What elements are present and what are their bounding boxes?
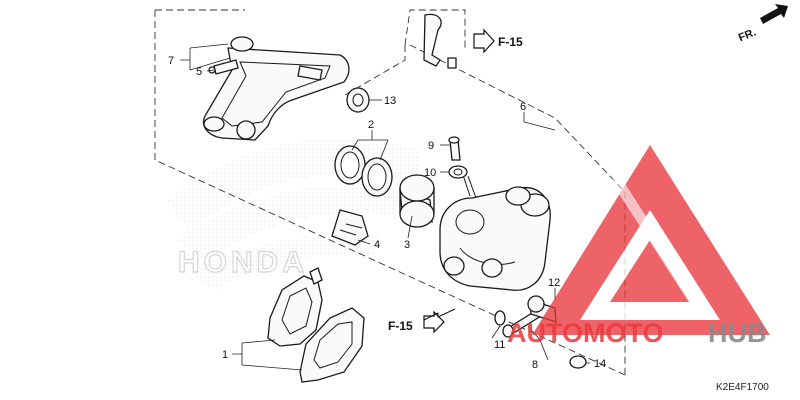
bleeder-cap [448,165,468,179]
part-labels: 7 5 13 2 6 9 10 3 4 12 11 8 14 1 [168,55,606,371]
ref-label-top: F-15 [498,35,523,49]
brake-pads [267,267,365,383]
logo-word-hub: HUB [708,318,767,348]
bleeder-screw [448,136,461,161]
part-label-7: 7 [168,55,174,67]
bracket-pin [208,59,239,75]
logo-triangle-core [610,240,690,302]
part-label-4: 4 [374,239,380,251]
part-label-14: 14 [594,358,606,370]
part-label-11: 11 [494,339,505,351]
part-label-13: 13 [384,95,396,107]
part-label-8: 8 [532,359,538,371]
part-label-5: 5 [196,66,202,78]
pad-spring [331,209,369,246]
ref-arrow-top: F-15 [473,28,523,54]
caliper-bracket [202,36,350,141]
automotohub-logo [532,145,770,335]
part-label-12: 12 [548,277,560,289]
pin-plug [569,355,587,369]
pin-boot [346,87,370,113]
caliper-body [439,171,551,291]
piston-seals [334,145,393,197]
front-direction-arrow: FR. [737,4,788,44]
part-label-1: 1 [222,349,228,361]
ref-label-bottom: F-15 [388,319,413,333]
caliper-piston [399,174,435,228]
diagram-code: K2E4F1700 [716,382,769,393]
honda-watermark-text: HONDA [178,246,308,279]
front-direction-label: FR. [737,26,758,44]
brake-hose-guide [423,13,457,69]
part-label-9: 9 [428,140,434,152]
part-label-6: 6 [520,101,526,113]
automotohub-wordmark: AUTOMOTO HUB [507,318,767,348]
ref-arrow-bottom: F-15 [388,308,456,334]
o-ring [494,310,506,326]
logo-word-automoto: AUTOMOTO [507,318,664,348]
part-label-10: 10 [424,167,436,179]
part-label-2: 2 [368,119,374,131]
part-label-3: 3 [404,239,410,251]
leader-lines [180,43,590,371]
